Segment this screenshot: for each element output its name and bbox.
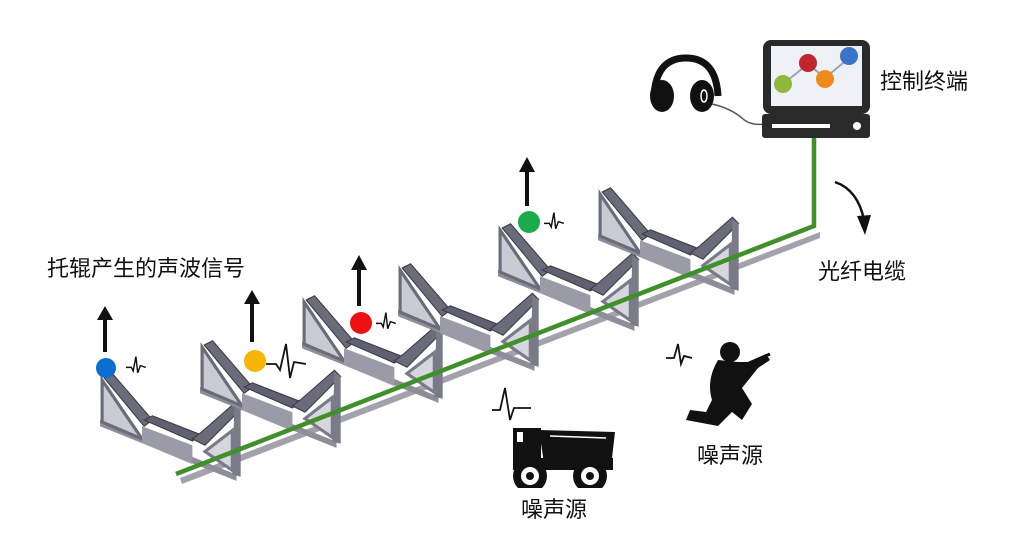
sensor-red — [350, 255, 397, 334]
arrow-up-icon — [244, 290, 260, 304]
sensor-blue — [96, 306, 147, 378]
arrow-up-icon — [519, 157, 535, 172]
computer-terminal-icon — [762, 40, 870, 138]
curved-arrow-icon — [834, 180, 866, 221]
idler-signal-label: 托辊产生的声波信号 — [47, 257, 246, 282]
fiber-optic-cable — [175, 138, 817, 477]
fiber-cable-label: 光纤电缆 — [818, 260, 907, 285]
sensor-green — [518, 157, 565, 233]
noise-source-truck-label: 噪声源 — [521, 498, 588, 523]
sensor-yellow — [244, 290, 307, 379]
headphones-icon — [650, 54, 767, 126]
signal-pulse-icon — [266, 343, 307, 379]
terminal-label: 控制终端 — [880, 70, 969, 95]
dump-truck-icon — [492, 387, 620, 496]
arrow-up-icon — [97, 306, 113, 320]
arrow-up-icon — [351, 255, 367, 270]
idler-set-2 — [198, 339, 343, 450]
worker-drilling-icon — [666, 342, 771, 426]
signal-pulse-icon — [125, 355, 147, 374]
noise-source-worker-label: 噪声源 — [697, 444, 764, 469]
signal-pulse-icon — [543, 211, 565, 230]
signal-pulse-icon — [375, 311, 397, 330]
